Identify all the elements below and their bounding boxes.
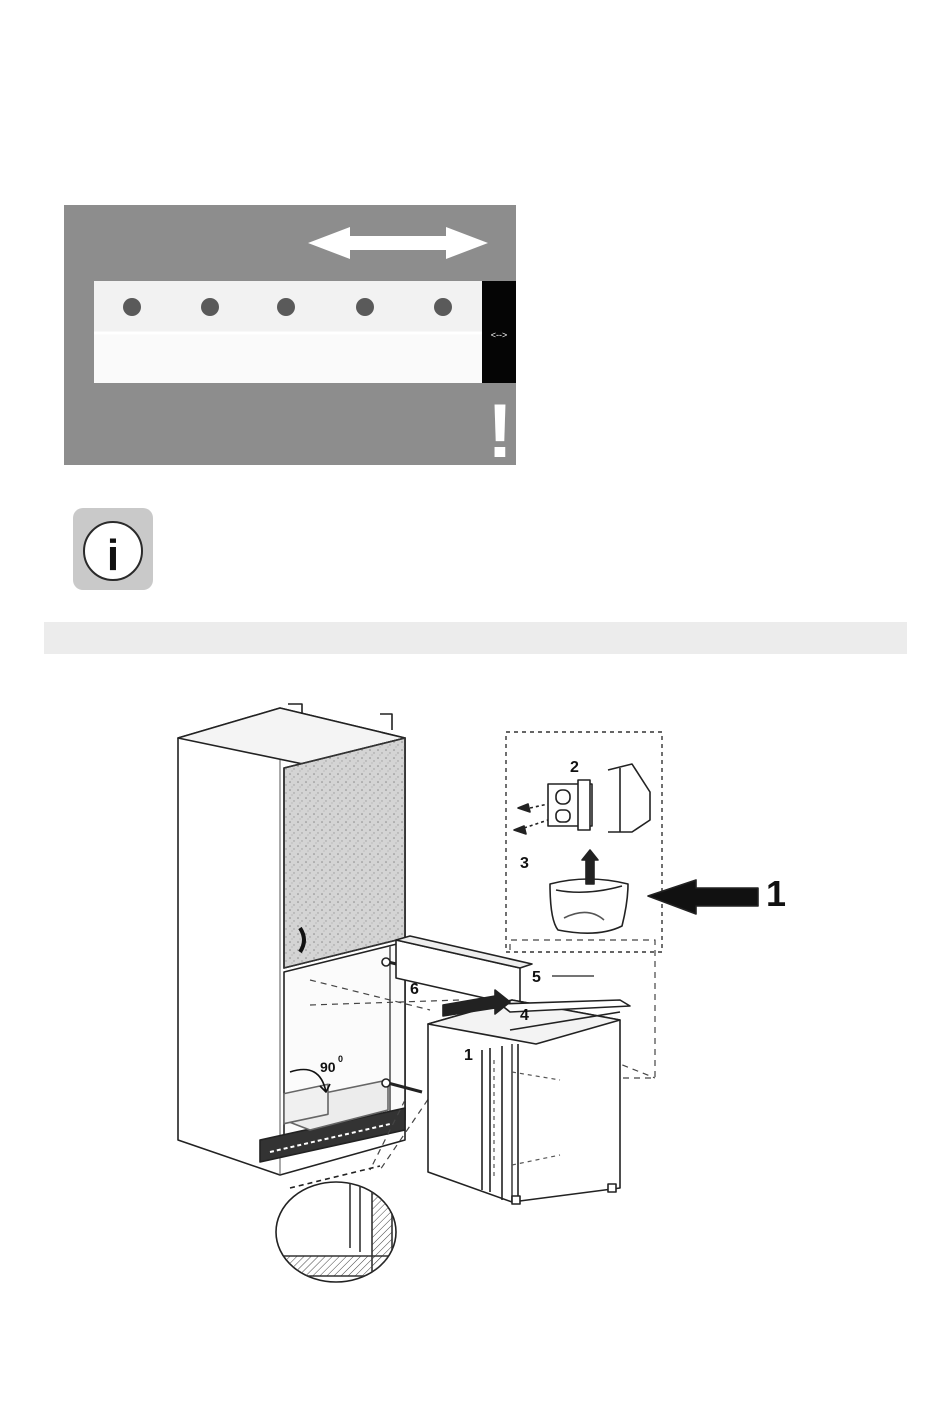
info-icon: i bbox=[73, 508, 153, 590]
built-in-appliance bbox=[428, 1000, 620, 1204]
strip-adjustment-figure: <--> ! bbox=[64, 205, 516, 465]
callout-6: 6 bbox=[410, 981, 419, 998]
installation-diagram: 90 0 bbox=[160, 700, 800, 1300]
accessory-bag bbox=[550, 850, 628, 933]
strip-hole bbox=[277, 298, 295, 316]
strip-hole bbox=[356, 298, 374, 316]
hinge-bracket bbox=[514, 764, 650, 834]
callout-2: 2 bbox=[570, 759, 579, 776]
big-arrow-icon bbox=[648, 880, 758, 914]
callout-1-small: 1 bbox=[464, 1047, 473, 1064]
angle-label: 90 bbox=[320, 1059, 336, 1075]
callout-4: 4 bbox=[520, 1007, 529, 1024]
gap-marker: <--> bbox=[491, 330, 508, 340]
strip-hole bbox=[123, 298, 141, 316]
section-heading-bar bbox=[44, 622, 907, 654]
detail-magnifier bbox=[270, 1166, 400, 1282]
callout-3: 3 bbox=[520, 855, 529, 872]
tall-cabinet: 90 0 bbox=[178, 704, 405, 1175]
angle-degree: 0 bbox=[338, 1054, 343, 1064]
strip-body-lower bbox=[94, 333, 482, 383]
callout-5: 5 bbox=[532, 969, 541, 986]
strip-hole bbox=[434, 298, 452, 316]
warning-icon: ! bbox=[487, 389, 512, 465]
info-glyph: i bbox=[107, 531, 119, 580]
strip-hole bbox=[201, 298, 219, 316]
callout-1-large: 1 bbox=[766, 873, 786, 914]
